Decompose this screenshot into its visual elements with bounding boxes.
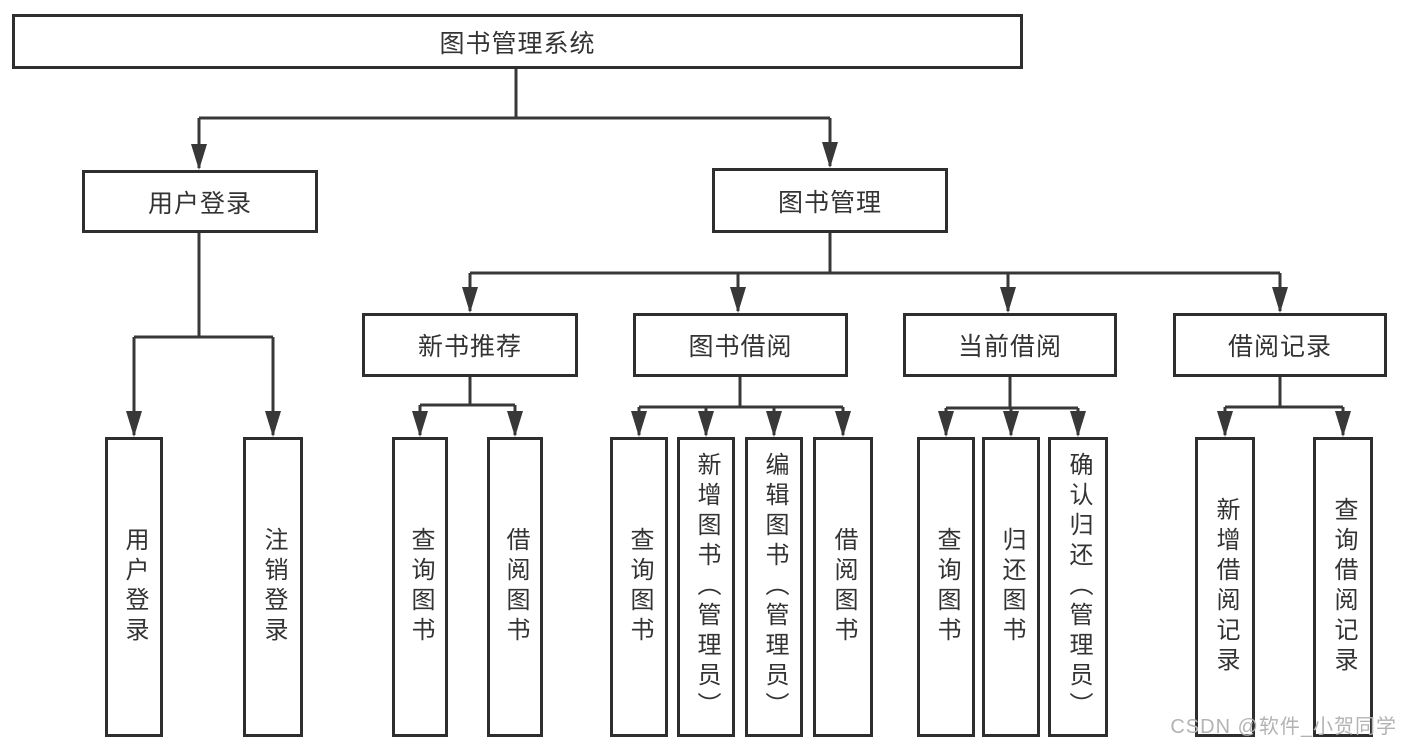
leaf-current-query-books: 查询图书 <box>917 437 975 737</box>
leaf-recommend-borrow-books: 借阅图书 <box>487 437 543 737</box>
leaf-records-query-borrow-record: 查询借阅记录 <box>1313 437 1373 737</box>
node-current-borrow: 当前借阅 <box>903 313 1117 377</box>
connector-new-book-children <box>412 377 523 437</box>
connector-current-borrow-children <box>938 377 1086 437</box>
node-book-borrow: 图书借阅 <box>633 313 848 377</box>
node-book-management: 图书管理 <box>712 168 948 233</box>
node-borrow-records: 借阅记录 <box>1173 313 1387 377</box>
connector-user-login-children <box>126 233 281 437</box>
node-new-book-recommend: 新书推荐 <box>362 313 578 377</box>
connector-records-children <box>1217 377 1351 437</box>
leaf-borrow-edit-books-admin: 编辑图书（管理员） <box>745 437 803 737</box>
leaf-borrow-add-books-admin: 新增图书（管理员） <box>677 437 735 737</box>
leaf-logout: 注销登录 <box>243 437 303 737</box>
connector-book-borrow-children <box>631 377 851 437</box>
node-user-login: 用户登录 <box>82 170 318 233</box>
leaf-current-confirm-return-admin: 确认归还（管理员） <box>1048 437 1108 737</box>
connector-root-to-level2 <box>191 68 838 170</box>
leaf-user-login: 用户登录 <box>105 437 163 737</box>
node-library-management-system: 图书管理系统 <box>12 14 1023 69</box>
leaf-records-add-borrow-record: 新增借阅记录 <box>1195 437 1255 737</box>
connector-book-mgmt-children <box>462 233 1288 313</box>
leaf-recommend-query-books: 查询图书 <box>392 437 448 737</box>
leaf-current-return-books: 归还图书 <box>982 437 1040 737</box>
leaf-borrow-query-books: 查询图书 <box>610 437 668 737</box>
leaf-borrow-borrow-books: 借阅图书 <box>813 437 873 737</box>
csdn-watermark: CSDN @软件_小贺同学 <box>1170 716 1397 738</box>
